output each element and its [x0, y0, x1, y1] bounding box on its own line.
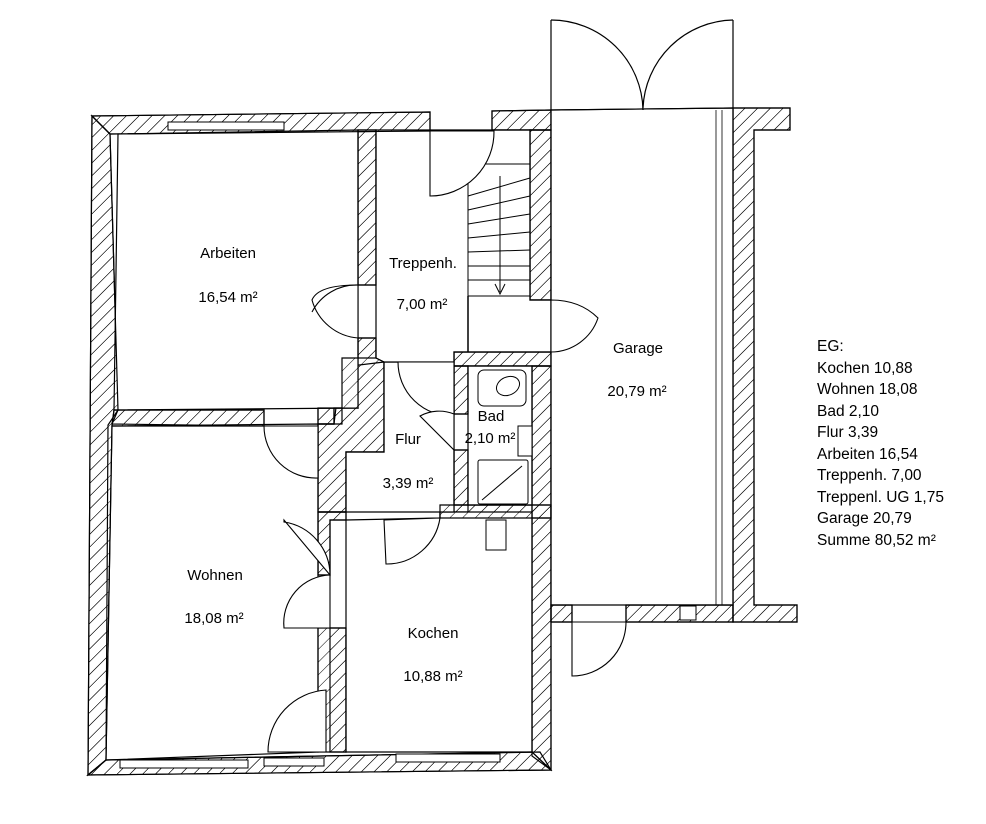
door-arbeiten-leaf	[311, 284, 359, 313]
room-kochen-area: 10,88 m²	[403, 668, 462, 685]
legend-line-summe: Summe 80,52 m²	[817, 531, 936, 549]
door-wohnen-kochen-lower[interactable]	[283, 574, 331, 629]
radiator-icon	[485, 519, 507, 551]
room-arbeiten-name: Arbeiten	[200, 245, 256, 262]
stair-arrow-head	[494, 283, 506, 296]
room-flur-name: Flur	[395, 431, 421, 448]
door-arbeiten[interactable]	[311, 284, 359, 339]
wall-top-mid-o	[491, 109, 552, 131]
legend-line-treppenhaus: Treppenh. 7,00	[817, 467, 922, 484]
room-flur-area: 3,39 m²	[383, 475, 434, 492]
door-garage-back[interactable]	[571, 621, 627, 677]
stair-outline	[467, 163, 531, 297]
legend-line-kochen: Kochen 10,88	[817, 359, 913, 377]
wall-gar-r-o	[732, 107, 798, 623]
wall-bad-left-o	[453, 365, 469, 415]
garage-gate-right-arc	[642, 19, 734, 109]
bathroom-fixtures	[477, 369, 697, 621]
room-arbeiten-area: 16,54 m²	[198, 289, 257, 306]
door-wohnen-terrace[interactable]	[267, 689, 327, 753]
wall-arb-wohn-o	[111, 409, 265, 427]
window-kochen-bottom	[395, 753, 501, 763]
room-areas	[105, 107, 734, 761]
door-wohnen-kochen-upper[interactable]	[283, 518, 331, 577]
wall-arb-stair-o	[357, 129, 377, 286]
door-wohnen-top[interactable]	[263, 425, 319, 479]
garage-drain-icon	[679, 605, 697, 621]
toilet-bowl-icon	[495, 375, 521, 397]
wall-gar-bot-o	[550, 604, 573, 623]
sink-icon	[517, 425, 533, 457]
legend-line-treppenlauf-ug: Treppenl. UG 1,75	[817, 488, 944, 506]
stair-step	[467, 213, 531, 225]
shower-diagonal	[481, 465, 523, 501]
stair-step	[467, 231, 531, 239]
legend-line-garage: Garage 20,79	[817, 510, 912, 527]
room-bad-area: 2,10 m²	[465, 430, 516, 447]
room-labels: Arbeiten 16,54 m² Treppenh. 7,00 m² Gara…	[184, 245, 666, 685]
window-wohnen-bottom2	[263, 757, 325, 767]
room-garage-area: 20,79 m²	[607, 383, 666, 400]
door-kochen[interactable]	[383, 517, 441, 565]
stair-step	[467, 177, 531, 197]
doors	[263, 130, 627, 753]
staircase	[467, 163, 531, 352]
garage-gate-threshold	[550, 107, 734, 111]
room-treppenhaus-area: 7,00 m²	[397, 296, 448, 313]
legend-line-wohnen: Wohnen 18,08	[817, 381, 918, 398]
room-wohnen-area: 18,08 m²	[184, 610, 243, 627]
door-bad[interactable]	[419, 410, 455, 452]
room-wohnen-name: Wohnen	[187, 567, 243, 584]
legend-line-arbeiten: Arbeiten 16,54	[817, 445, 918, 463]
room-kochen-name: Kochen	[408, 625, 459, 642]
wall-arb-wohn-r-o	[317, 407, 343, 425]
room-treppenhaus-name: Treppenh.	[389, 255, 457, 272]
legend-line-bad: Bad 2,10	[817, 402, 880, 420]
wall-koch-gar-o	[531, 365, 552, 772]
garage-gate-left-arc	[550, 19, 644, 111]
wall-stair-gar-o	[529, 129, 552, 301]
room-garage-name: Garage	[613, 340, 663, 357]
door-stair-garage[interactable]	[550, 299, 599, 353]
room-arbeiten-area	[113, 129, 359, 411]
stair-step	[467, 195, 531, 211]
wall-bad-top-o	[453, 351, 552, 367]
legend-heading: EG:	[817, 338, 844, 355]
legend-line-flur: Flur 3,39	[817, 424, 879, 441]
window-wohnen-bottom	[119, 759, 249, 769]
stair-step	[467, 249, 531, 253]
windows	[119, 121, 501, 769]
garage-gate[interactable]	[550, 19, 734, 605]
area-legend: EG: Kochen 10,88 Wohnen 18,08 Bad 2,10 F…	[817, 336, 944, 551]
room-bad-name: Bad	[478, 408, 505, 425]
wall-bad-left-low-o	[453, 449, 469, 506]
window-arbeiten	[167, 121, 285, 131]
door-stair-entry[interactable]	[429, 130, 495, 197]
